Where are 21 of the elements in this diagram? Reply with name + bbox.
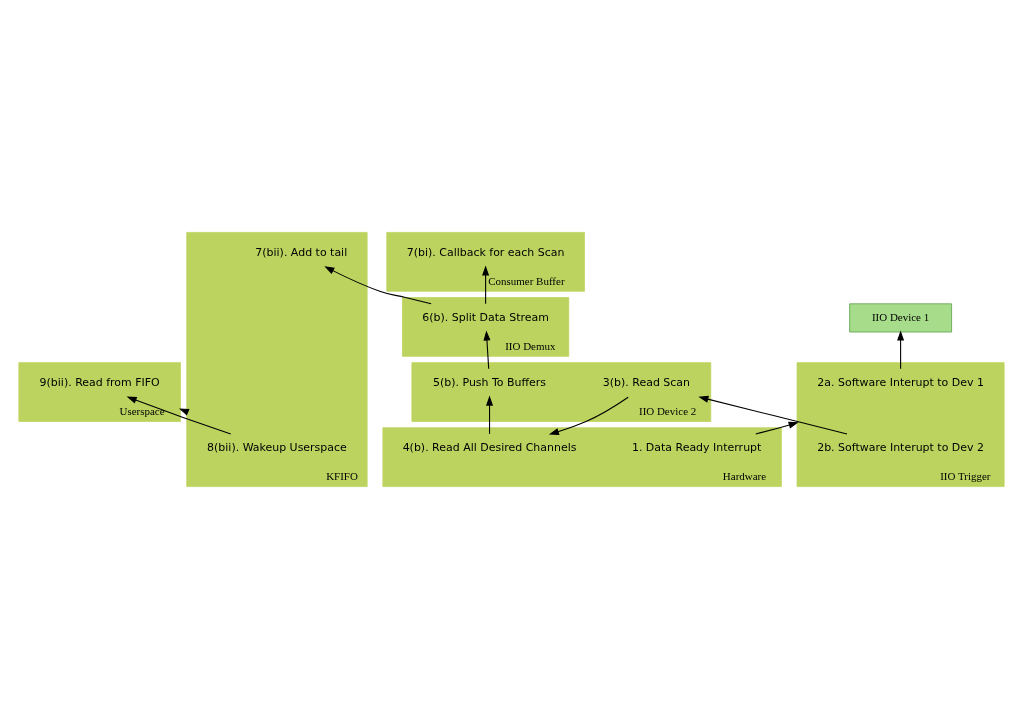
arrow xyxy=(324,266,432,305)
arrow xyxy=(482,265,490,305)
node-text: 2a. Software Interupt to Dev 1 xyxy=(817,375,984,389)
node-text: 3(b). Read Scan xyxy=(602,375,691,389)
node-text: 2b. Software Interupt to Dev 2 xyxy=(817,441,985,455)
node-text: 5(b). Push To Buffers xyxy=(433,375,547,389)
arrow xyxy=(548,396,629,435)
node-text: 6(b). Split Data Stream xyxy=(422,310,549,324)
arrow xyxy=(897,330,905,370)
node-text: 1. Data Ready Interrupt xyxy=(631,441,762,455)
arrow xyxy=(126,396,232,435)
arrow xyxy=(483,330,491,370)
arrow xyxy=(698,395,848,435)
node-text: 4(b). Read All Desired Channels xyxy=(402,441,577,455)
node-text: 9(bii). Read from FIFO xyxy=(39,375,160,389)
node-text: 7(bi). Callback for each Scan xyxy=(406,245,565,259)
arrow xyxy=(486,395,494,435)
arrow xyxy=(755,421,799,435)
node-text: 8(bii). Wakeup Userspace xyxy=(207,441,347,455)
node-text: 7(bii). Add to tail xyxy=(255,245,348,259)
node-box: IIO Device 1 xyxy=(849,303,952,333)
